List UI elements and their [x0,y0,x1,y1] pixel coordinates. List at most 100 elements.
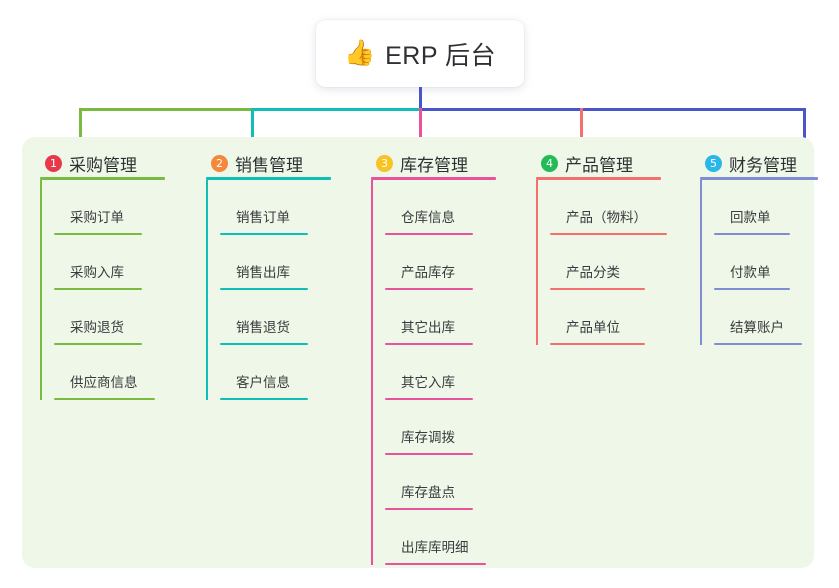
branch-child-item[interactable]: 其它出库 [371,290,473,345]
branch-child-label: 库存盘点 [401,485,455,500]
branch-title: 产品管理 [565,155,633,175]
branch-title: 库存管理 [400,155,468,175]
branch-column-2: 2 销售管理销售订单销售出库销售退货客户信息 [196,146,331,400]
branch-header-2[interactable]: 2 销售管理 [196,146,331,180]
connector-bar-segment-1 [79,108,251,111]
branch-child-underline [385,233,473,235]
branch-child-label: 采购订单 [70,210,124,225]
branch-child-label: 产品分类 [566,265,620,280]
branch-child-item[interactable]: 销售订单 [206,180,308,235]
branch-child-label: 采购退货 [70,320,124,335]
branch-child-underline [385,453,473,455]
branch-header-5[interactable]: 5 财务管理 [690,146,818,180]
branch-title: 财务管理 [729,155,797,175]
connector-drop-3 [419,108,422,148]
branch-child-label: 其它入库 [401,375,455,390]
branch-underline [40,177,165,180]
connector-drop-5 [803,108,806,148]
branch-underline [700,177,818,180]
branch-child-item[interactable]: 采购退货 [40,290,142,345]
branch-child-label: 供应商信息 [70,375,138,390]
branch-child-item[interactable]: 仓库信息 [371,180,473,235]
branch-child-item[interactable]: 供应商信息 [40,345,155,400]
branch-children: 采购订单采购入库采购退货供应商信息 [40,180,155,400]
connector-drop-2 [251,108,254,148]
branch-children: 回款单付款单结算账户 [700,180,802,345]
branch-child-label: 产品单位 [566,320,620,335]
connector-drop-4 [580,108,583,148]
branch-title: 采购管理 [69,155,137,175]
branch-spine [371,180,373,565]
branch-child-item[interactable]: 付款单 [700,235,797,290]
branch-child-underline [714,288,790,290]
branch-child-label: 出库库明细 [401,540,469,555]
connector-bar-segment-2 [251,108,419,111]
branch-number-badge: 1 [45,154,62,172]
branch-child-label: 库存调拨 [401,430,455,445]
branch-child-underline [54,398,155,400]
thumbs-up-icon: 👍 [343,39,376,67]
branch-spine [40,180,42,400]
branch-child-item[interactable]: 销售退货 [206,290,308,345]
branch-spine [206,180,208,400]
branches-panel [22,137,814,568]
branch-column-4: 4 产品管理产品（物料） 产品分类产品单位 [526,146,667,345]
branch-child-item[interactable]: 库存调拨 [371,400,473,455]
branch-children: 销售订单销售出库销售退货客户信息 [206,180,308,400]
branch-child-underline [385,343,473,345]
branch-underline [206,177,331,180]
branch-child-underline [220,343,308,345]
branch-child-item[interactable]: 销售出库 [206,235,308,290]
branch-child-label: 客户信息 [236,375,290,390]
branch-child-label: 采购入库 [70,265,124,280]
branch-column-5: 5 财务管理回款单付款单结算账户 [690,146,818,345]
branch-child-item[interactable]: 结算账户 [700,290,802,345]
branch-child-label: 产品（物料） [566,210,647,225]
branch-child-underline [385,508,473,510]
branch-child-underline [714,233,790,235]
branch-child-underline [220,398,308,400]
branch-header-1[interactable]: 1 采购管理 [30,146,165,180]
branch-child-item[interactable]: 出库库明细 [371,510,486,565]
branch-child-item[interactable]: 客户信息 [206,345,308,400]
branch-child-label: 回款单 [730,210,771,225]
branch-header-4[interactable]: 4 产品管理 [526,146,661,180]
branch-child-underline [385,398,473,400]
branch-child-label: 其它出库 [401,320,455,335]
branch-children: 产品（物料） 产品分类产品单位 [536,180,667,345]
branch-title: 销售管理 [235,155,303,175]
branch-child-item[interactable]: 采购入库 [40,235,142,290]
branch-header-3[interactable]: 3 库存管理 [361,146,496,180]
branch-child-item[interactable]: 产品库存 [371,235,473,290]
branch-child-item[interactable]: 产品单位 [536,290,645,345]
branch-child-item[interactable]: 回款单 [700,180,797,235]
branch-child-underline [220,288,308,290]
branch-child-label: 销售订单 [236,210,290,225]
branch-number-badge: 5 [705,154,722,172]
branch-number-badge: 2 [211,154,228,172]
branch-children: 仓库信息产品库存其它出库其它入库库存调拨库存盘点出库库明细 [371,180,486,565]
branch-column-1: 1 采购管理采购订单采购入库采购退货供应商信息 [30,146,165,400]
branch-child-item[interactable]: 库存盘点 [371,455,473,510]
branch-child-underline [385,563,486,565]
branch-spine [700,180,702,345]
branch-child-item[interactable]: 采购订单 [40,180,142,235]
branch-child-underline [550,233,667,235]
branch-child-item[interactable]: 产品分类 [536,235,645,290]
connector-trunk [419,87,422,110]
branch-child-item[interactable]: 产品（物料） [536,180,667,235]
branch-child-underline [385,288,473,290]
branch-child-underline [550,343,645,345]
root-node-title: ERP 后台 [385,41,497,70]
branch-number-badge: 4 [541,154,558,172]
branch-number-badge: 3 [376,154,393,172]
branch-child-label: 销售出库 [236,265,290,280]
branch-underline [536,177,661,180]
branch-child-underline [54,343,142,345]
root-node[interactable]: 👍 ERP 后台 [316,20,524,87]
branch-child-underline [714,343,802,345]
branch-child-label: 仓库信息 [401,210,455,225]
branch-child-label: 结算账户 [730,320,784,335]
branch-child-item[interactable]: 其它入库 [371,345,473,400]
